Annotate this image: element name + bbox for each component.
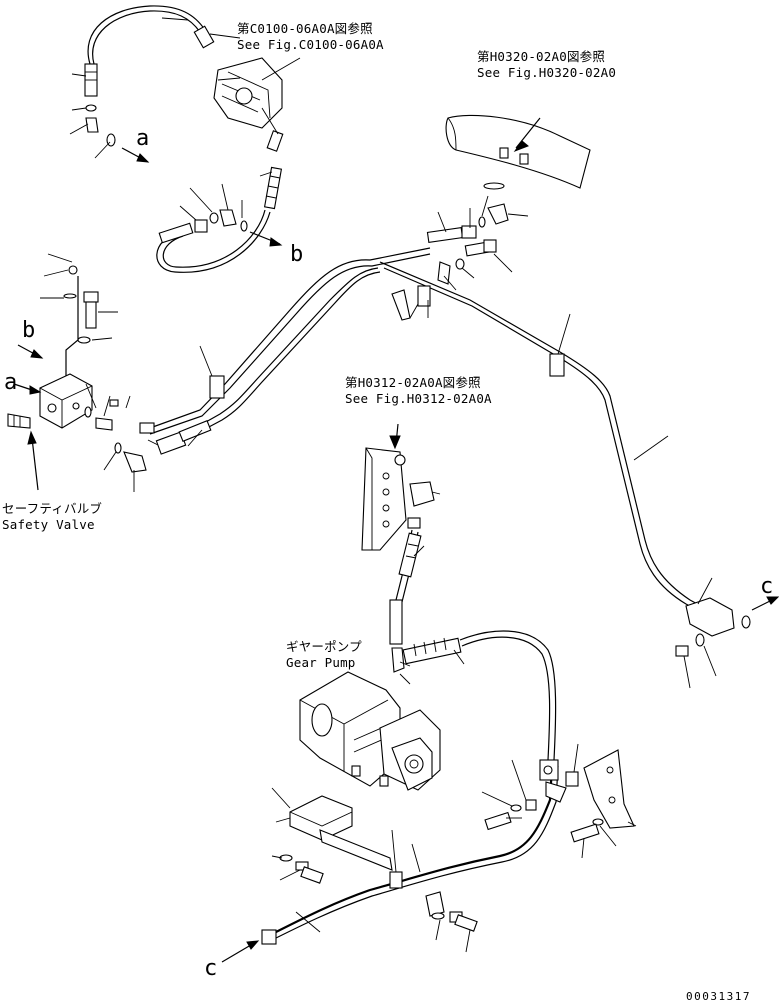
top-leaders (69, 17, 301, 163)
safety-valve-label-jp: セーフティバルブ (2, 501, 103, 516)
ref-h0320-jp: 第H0320-02A0図参照 (477, 49, 606, 64)
mark-a-top: a (136, 126, 150, 151)
safety-valve-block (7, 253, 118, 491)
block-fittings (84, 383, 161, 492)
mark-b-mid: b (290, 242, 304, 267)
ref-h0312-jp: 第H0312-02A0A図参照 (345, 375, 481, 390)
bottom-assembly (221, 743, 637, 963)
mark-a-left: a (4, 370, 18, 395)
hose-to-b (156, 166, 283, 273)
gear-pump-label-en: Gear Pump (286, 655, 356, 670)
drawing-number: 00031317 (686, 990, 751, 1003)
ref-h0312-en: See Fig.H0312-02A0A (345, 391, 492, 406)
mark-b-left: b (22, 318, 36, 343)
h0320-frame (445, 114, 591, 190)
mark-c-bottom: c (204, 956, 218, 981)
mark-c-right: c (760, 574, 774, 599)
h0312-bracket (361, 423, 441, 685)
top-motor-assembly (84, 5, 284, 152)
ref-c0100-en: See Fig.C0100-06A0A (237, 37, 384, 52)
ref-h0320-en: See Fig.H0320-02A0 (477, 65, 617, 80)
safety-valve-label-en: Safety Valve (2, 517, 95, 532)
ref-c0100-jp: 第C0100-06A0A図参照 (237, 21, 373, 36)
long-pipe (139, 195, 779, 689)
gear-pump-label-jp: ギヤーポンプ (286, 639, 362, 654)
gear-pump-drawing (299, 630, 557, 791)
